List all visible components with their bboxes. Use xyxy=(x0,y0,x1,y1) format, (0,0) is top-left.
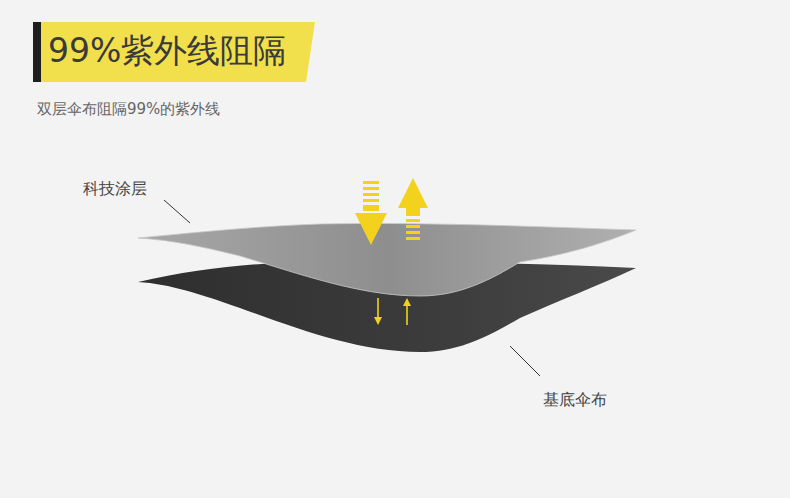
uv-incoming-arrow xyxy=(355,181,387,245)
coating-layer xyxy=(138,223,636,296)
part-label: 基底伞布 xyxy=(543,390,607,410)
subtitle: 双层伞布阻隔99%的紫外线 xyxy=(37,99,220,119)
title-bar xyxy=(33,22,41,82)
part-label: 科技涂层 xyxy=(83,179,147,199)
uv-reflected-arrow xyxy=(398,178,428,240)
title: 99%紫外线阻隔 xyxy=(48,31,286,71)
leader-line xyxy=(510,346,540,376)
residual-uv-arrows xyxy=(374,298,411,325)
leader-line xyxy=(164,200,190,223)
title-band xyxy=(41,22,315,82)
